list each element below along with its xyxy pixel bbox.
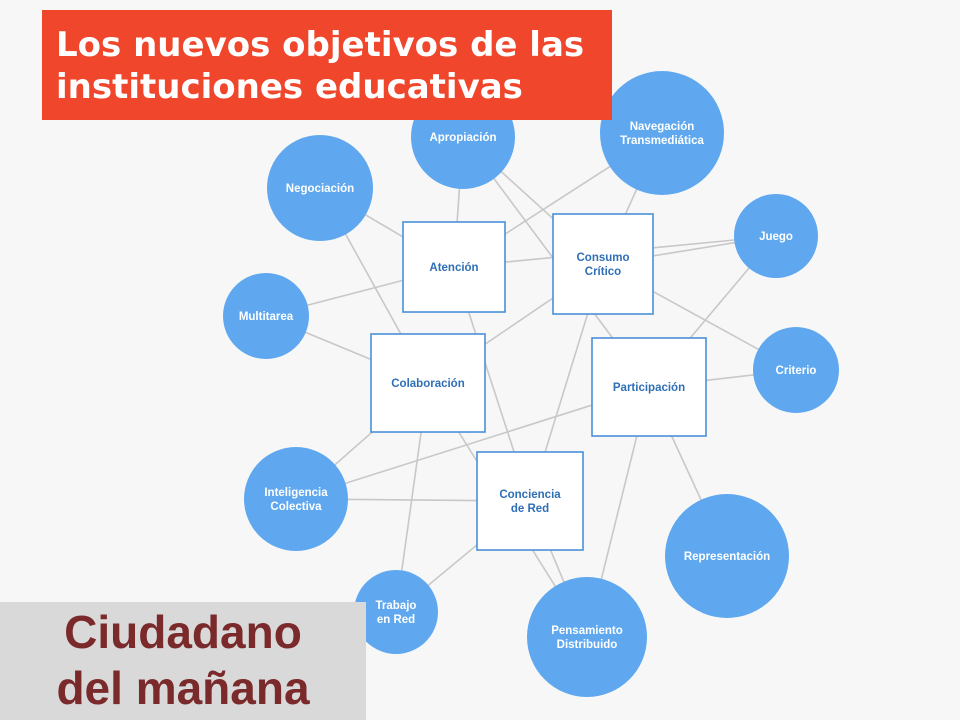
box-node-conciencia: Conciencia de Red [476, 451, 584, 551]
circle-shape [267, 135, 373, 241]
box-node-colaboracion: Colaboración [370, 333, 486, 433]
title-line-1: Los nuevos objetivos de las [56, 25, 585, 65]
node-label: Apropiación [429, 132, 496, 144]
nodes-layer: Apropiación NavegaciónTransmediáticaNegoc… [223, 71, 839, 697]
node-label: Colectiva [270, 501, 322, 513]
circle-node-trabajo: Trabajo en Red [354, 570, 438, 654]
node-label: Negociación [286, 183, 354, 195]
box-shape [476, 451, 584, 551]
circle-shape [244, 447, 348, 551]
title-banner: Los nuevos objetivos de las institucione… [42, 10, 612, 120]
box-shape [402, 221, 506, 313]
node-label: en Red [377, 614, 415, 626]
box-shape [370, 333, 486, 433]
circle-shape [600, 71, 724, 195]
box-shape [591, 337, 707, 437]
node-label: Trabajo [376, 600, 417, 612]
node-label: Juego [759, 231, 793, 243]
edge-inteligencia-participacion [295, 386, 650, 500]
node-label: Distribuido [557, 639, 618, 651]
node-label: Participación [613, 382, 685, 394]
circle-node-criterio: Criterio [753, 327, 839, 413]
node-label: Multitarea [239, 311, 294, 323]
box-shape [552, 213, 654, 315]
circle-shape [734, 194, 818, 278]
box-node-atencion: Atención [402, 221, 506, 313]
node-label: Colaboración [391, 378, 464, 390]
circle-shape [527, 577, 647, 697]
node-label: Atención [429, 262, 478, 274]
node-label: Representación [684, 551, 770, 563]
node-label: Transmediática [620, 135, 704, 147]
node-label: Conciencia [499, 489, 561, 501]
title-line-2: instituciones educativas [56, 67, 523, 107]
caption-line-2: del mañana [56, 662, 310, 714]
circle-node-multitarea: Multitarea [223, 273, 309, 359]
circle-node-juego: Juego [734, 194, 818, 278]
node-label: Crítico [585, 266, 621, 278]
circle-shape [354, 570, 438, 654]
node-label: Criterio [776, 365, 817, 377]
circle-node-negociacion: Negociación [267, 135, 373, 241]
node-label: Pensamiento [551, 625, 623, 637]
circle-shape [753, 327, 839, 413]
caption-line-1: Ciudadano [64, 606, 302, 658]
circle-node-representacion: Representación [665, 494, 789, 618]
circle-shape [223, 273, 309, 359]
node-label: Consumo [576, 252, 629, 264]
caption-box: Ciudadano del mañana [0, 602, 366, 720]
node-label: Navegación [630, 121, 695, 133]
circle-shape [665, 494, 789, 618]
node-label: de Red [511, 503, 549, 515]
node-label: Inteligencia [264, 487, 328, 499]
box-node-participacion: Participación [591, 337, 707, 437]
